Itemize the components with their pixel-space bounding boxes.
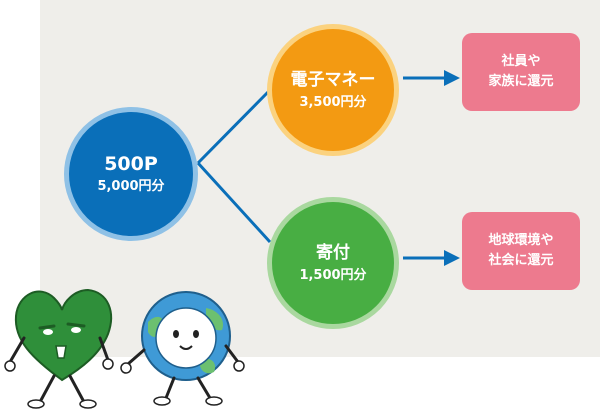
arrow-right-icon bbox=[403, 250, 460, 266]
points-node-value: 5,000円分 bbox=[97, 178, 165, 194]
result-box-line: 社員や bbox=[501, 53, 541, 69]
arrow-right-icon bbox=[403, 70, 460, 86]
result-box-line: 地球環境や bbox=[488, 232, 554, 248]
emoney-node-value: 3,500円分 bbox=[299, 94, 367, 110]
branch-line-top bbox=[196, 88, 272, 165]
points-node-title: 500P bbox=[104, 153, 158, 176]
branch-line-bottom bbox=[196, 161, 272, 244]
earth-mascot-icon bbox=[120, 291, 245, 406]
result-box-line: 家族に還元 bbox=[488, 74, 554, 89]
environment-society-result-box: 地球環境や 社会に還元 bbox=[462, 212, 580, 290]
emoney-node: 電子マネー 3,500円分 bbox=[267, 24, 399, 156]
employee-family-result-box: 社員や 家族に還元 bbox=[462, 33, 580, 111]
points-node: 500P 5,000円分 bbox=[64, 107, 198, 241]
donation-node-value: 1,500円分 bbox=[299, 267, 367, 283]
donation-node: 寄付 1,500円分 bbox=[267, 197, 399, 329]
emoney-node-title: 電子マネー bbox=[290, 69, 376, 90]
result-box-line: 社会に還元 bbox=[488, 253, 554, 268]
donation-node-title: 寄付 bbox=[316, 242, 350, 263]
heart-mascot-icon bbox=[4, 288, 114, 409]
